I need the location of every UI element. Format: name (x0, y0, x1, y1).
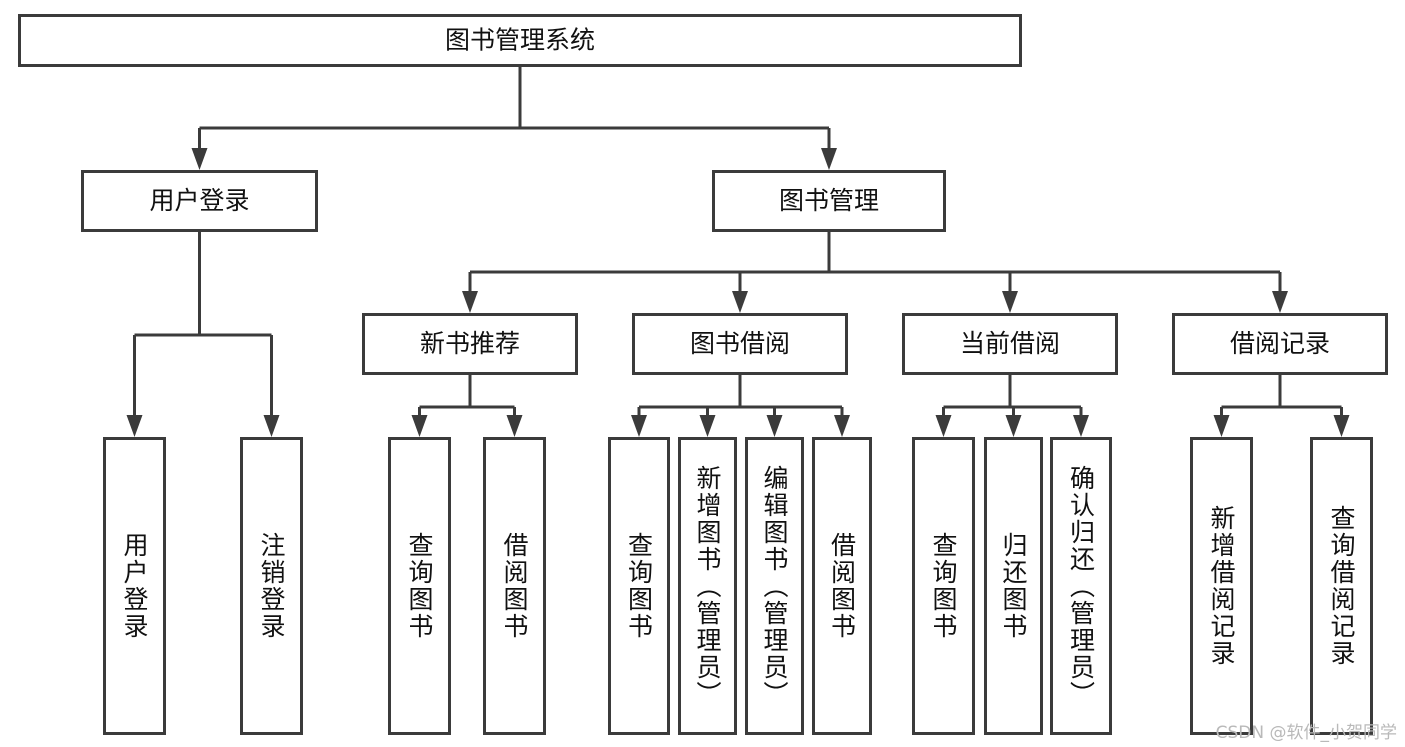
node-user-login-label: 用户登录 (149, 186, 249, 215)
node-leaf-borrow-book-rec[interactable] (483, 437, 546, 735)
node-leaf-logout[interactable] (240, 437, 303, 735)
node-leaf-query-book-c[interactable] (912, 437, 975, 735)
node-user-login[interactable] (81, 170, 318, 232)
node-book-borrow[interactable] (632, 313, 848, 375)
node-current-borrow[interactable] (902, 313, 1118, 375)
node-leaf-query-record[interactable] (1310, 437, 1373, 735)
node-book-manage-rect (712, 170, 946, 232)
node-book-borrow-rect (632, 313, 848, 375)
node-book-borrow-label: 图书借阅 (690, 329, 790, 358)
node-new-book-rec-label: 新书推荐 (420, 329, 520, 358)
node-leaf-query-book-b-rect (608, 437, 670, 735)
node-leaf-confirm-return[interactable] (1050, 437, 1112, 735)
node-leaf-borrow-book-b[interactable] (812, 437, 872, 735)
node-new-book-rec[interactable] (362, 313, 578, 375)
node-root-rect (18, 14, 1022, 67)
node-leaf-query-book-rec-rect (388, 437, 451, 735)
node-new-book-rec-rect (362, 313, 578, 375)
node-leaf-edit-book-rect (745, 437, 804, 735)
node-leaf-query-book-c-rect (912, 437, 975, 735)
node-current-borrow-rect (902, 313, 1118, 375)
node-leaf-query-book-rec[interactable] (388, 437, 451, 735)
node-leaf-return-book[interactable] (984, 437, 1043, 735)
node-book-manage-label: 图书管理 (779, 186, 879, 215)
node-current-borrow-label: 当前借阅 (960, 329, 1060, 358)
node-leaf-user-login[interactable] (103, 437, 166, 735)
node-leaf-query-book-b[interactable] (608, 437, 670, 735)
watermark-text: CSDN @软件_小贺同学 (1215, 723, 1397, 743)
node-root-label: 图书管理系统 (445, 26, 595, 55)
node-borrow-record[interactable] (1172, 313, 1388, 375)
node-borrow-record-label: 借阅记录 (1230, 329, 1330, 358)
node-leaf-add-book-rect (678, 437, 737, 735)
node-leaf-add-record-rect (1190, 437, 1253, 735)
node-leaf-edit-book[interactable] (745, 437, 804, 735)
node-leaf-user-login-rect (103, 437, 166, 735)
node-leaf-borrow-book-b-rect (812, 437, 872, 735)
node-leaf-confirm-return-rect (1050, 437, 1112, 735)
node-leaf-logout-rect (240, 437, 303, 735)
node-leaf-query-record-rect (1310, 437, 1373, 735)
node-leaf-borrow-book-rec-rect (483, 437, 546, 735)
node-root[interactable] (18, 14, 1022, 67)
node-user-login-rect (81, 170, 318, 232)
node-leaf-add-record[interactable] (1190, 437, 1253, 735)
node-leaf-return-book-rect (984, 437, 1043, 735)
node-book-manage[interactable] (712, 170, 946, 232)
node-borrow-record-rect (1172, 313, 1388, 375)
node-leaf-add-book[interactable] (678, 437, 737, 735)
